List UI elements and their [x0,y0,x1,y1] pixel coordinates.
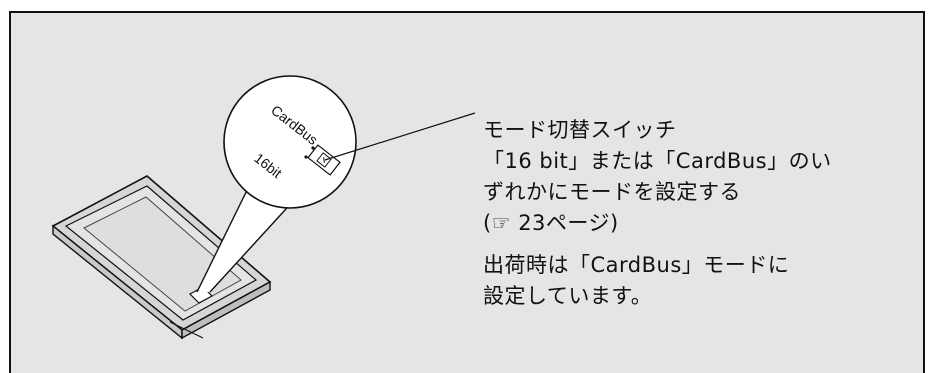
switch-callout: モード切替スイッチ 「16 bit」または「CardBus」のい ずれかにモード… [483,115,832,239]
leader-line [324,112,476,161]
shipping-callout-line-2: 設定しています。 [483,284,653,308]
switch-callout-line-4: (☞ 23ページ) [483,211,619,235]
switch-callout-line-2: 「16 bit」または「CardBus」のい [483,149,832,173]
shipping-callout-line-1: 出荷時は「CardBus」モードに [483,253,790,277]
switch-callout-line-3: ずれかにモードを設定する [483,180,741,204]
switch-callout-line-1: モード切替スイッチ [483,118,677,142]
magnifier-circle [223,75,357,209]
shipping-default-callout: 出荷時は「CardBus」モードに 設定しています。 [483,250,789,312]
